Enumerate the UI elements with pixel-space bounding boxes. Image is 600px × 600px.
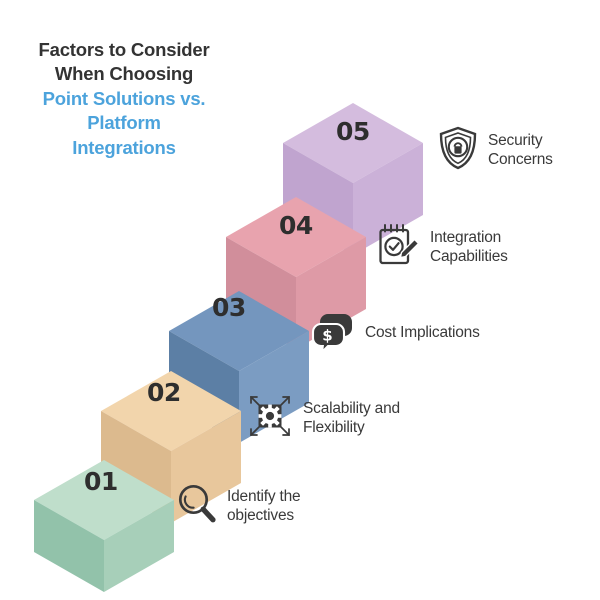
shield-lock-icon [437,125,479,176]
step-label-02: Scalability and Flexibility [303,399,400,436]
cube-05[interactable] [283,103,423,255]
dollar-chat-icon: $ [310,310,356,357]
cube-number-02: 02 [147,378,181,407]
step-label-01: Identify the objectives [227,487,301,524]
title-line-4: Platform [87,112,161,134]
step-item-04[interactable]: Integration Capabilities [377,222,508,273]
step-label-03: Cost Implications [365,324,480,342]
title-line-1: Factors to Consider [38,39,210,60]
step-item-05[interactable]: Security Concerns [437,125,553,176]
step-item-02[interactable]: Scalability and Flexibility [246,392,400,445]
magnifier-icon [176,482,218,531]
cube-04-right [296,237,366,349]
cube-01[interactable] [34,460,174,592]
page-title: Factors to Consider When Choosing Point … [0,38,248,160]
cube-number-05: 05 [336,117,370,146]
step-item-03[interactable]: $ Cost Implications [310,310,480,357]
cube-05-right [353,143,423,255]
cube-number-03: 03 [212,293,246,322]
cube-01-left [34,500,104,592]
title-line-2: When Choosing [54,63,194,85]
step-label-04: Integration Capabilities [430,228,508,265]
cube-number-04: 04 [279,211,313,240]
step-label-05: Security Concerns [488,131,553,168]
gear-expand-icon [246,392,294,445]
clipboard-check-pencil-icon [377,222,421,273]
cube-01-right [104,500,174,592]
title-line-3: Point Solutions vs. [42,87,206,109]
cube-number-01: 01 [84,467,118,496]
step-item-01[interactable]: Identify the objectives [176,482,301,531]
title-line-5: Integrations [72,136,176,158]
cube-02-right [171,411,241,523]
cube-03-right [239,331,309,443]
svg-text:$: $ [322,327,332,345]
